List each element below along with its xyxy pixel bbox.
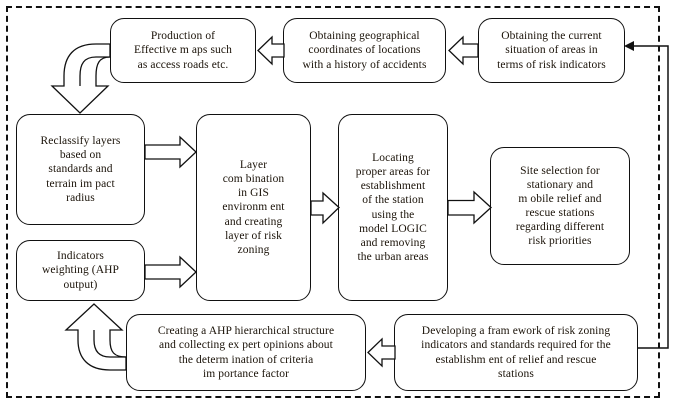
- node-label: Production of Effective m aps such as ac…: [134, 30, 232, 71]
- node-label: Locating proper areas for establishment …: [355, 152, 431, 263]
- node-reclassify-layers[interactable]: Reclassify layers based on standards and…: [16, 114, 145, 225]
- node-obtaining-geographical-coordinates[interactable]: Obtaining geographical coordinates of lo…: [283, 18, 446, 83]
- node-production-of-effective-maps[interactable]: Production of Effective m aps such as ac…: [110, 18, 256, 83]
- node-label: Developing a fram ework of risk zoning i…: [421, 325, 611, 380]
- node-developing-framework-risk-zoning[interactable]: Developing a fram ework of risk zoning i…: [394, 314, 638, 391]
- node-label: Site selection for stationary and m obil…: [515, 164, 605, 248]
- node-locating-proper-areas[interactable]: Locating proper areas for establishment …: [338, 114, 448, 301]
- node-label: Layer com bination in GIS environm ent a…: [222, 159, 285, 256]
- node-label: Reclassify layers based on standards and…: [40, 135, 121, 204]
- node-label: Obtaining geographical coordinates of lo…: [302, 30, 427, 71]
- node-label: Obtaining the current situation of areas…: [497, 30, 606, 71]
- node-creating-ahp-hierarchical-structure[interactable]: Creating a AHP hierarchical structure an…: [126, 314, 366, 391]
- node-site-selection[interactable]: Site selection for stationary and m obil…: [490, 147, 630, 265]
- node-label: Indicators weighting (AHP output): [41, 250, 120, 291]
- node-indicators-weighting[interactable]: Indicators weighting (AHP output): [16, 240, 145, 301]
- node-label: Creating a AHP hierarchical structure an…: [157, 325, 335, 380]
- node-obtaining-current-situation[interactable]: Obtaining the current situation of areas…: [478, 18, 625, 83]
- node-layer-combination-gis[interactable]: Layer com bination in GIS environm ent a…: [196, 114, 311, 301]
